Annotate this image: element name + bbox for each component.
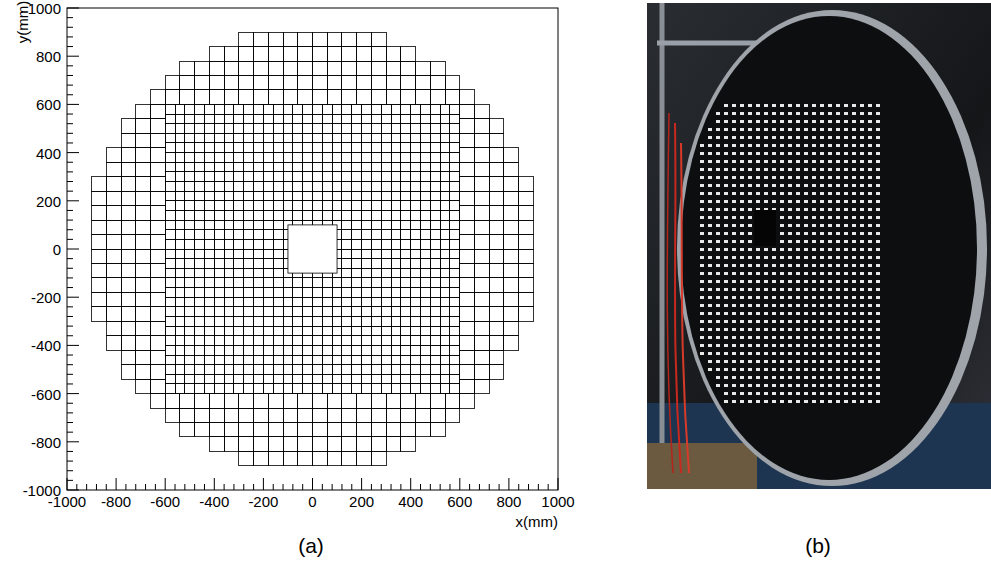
tick-label: 0 — [53, 242, 61, 257]
tick-label: 800 — [36, 49, 61, 64]
tick-label: -200 — [31, 290, 61, 305]
tick-label: 0 — [308, 494, 316, 509]
tick-label: 200 — [349, 494, 374, 509]
tick-label: 1000 — [541, 494, 574, 509]
beam-hole — [288, 225, 337, 273]
axis-title: y(mm) — [15, 1, 30, 43]
tick-label: 400 — [398, 494, 423, 509]
tick-label: -400 — [31, 338, 61, 353]
axis-title: x(mm) — [516, 514, 558, 529]
tick-label: -1000 — [48, 494, 86, 509]
cell-grid — [92, 32, 534, 466]
tick-label: -600 — [150, 494, 180, 509]
panel-label: (b) — [805, 535, 831, 556]
tick-label: 800 — [496, 494, 521, 509]
tick-label: 400 — [36, 145, 61, 160]
tick-label: 1000 — [28, 1, 61, 16]
tick-label: 600 — [447, 494, 472, 509]
tick-label: -400 — [199, 494, 229, 509]
panel-label: (a) — [298, 535, 324, 556]
tick-label: -800 — [101, 494, 131, 509]
tick-label: 200 — [36, 193, 61, 208]
detector-photo — [647, 3, 991, 489]
plot-frame — [67, 8, 558, 490]
tick-label: -200 — [248, 494, 278, 509]
tick-label: -600 — [31, 386, 61, 401]
tick-label: -800 — [31, 434, 61, 449]
detector-cell-map — [0, 0, 600, 520]
tick-label: 600 — [36, 97, 61, 112]
